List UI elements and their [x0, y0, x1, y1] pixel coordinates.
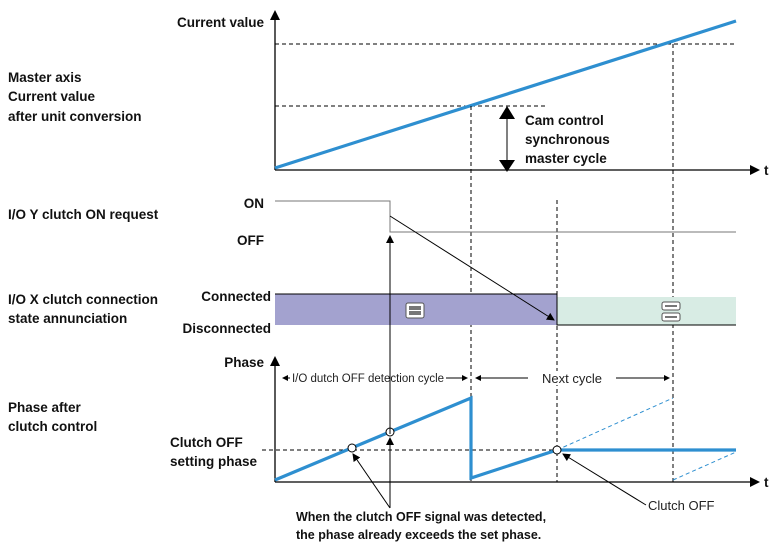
setting-phase-line-1: Clutch OFF	[170, 435, 243, 450]
clutch-off-point	[552, 445, 562, 455]
master-title-line-1: Master axis	[8, 70, 82, 85]
master-y-axis-arrow	[270, 10, 280, 20]
master-title-line-2: Current value	[8, 89, 96, 104]
master-axis-section: t Current value Master axis Current valu…	[8, 10, 769, 178]
setting-phase-line-2: setting phase	[170, 454, 258, 469]
detection-note: When the clutch OFF signal was detected,…	[296, 510, 546, 542]
clutch-connected-icon	[405, 302, 425, 319]
master-current-value-line	[274, 19, 737, 170]
clutch-request-section: I/O Y clutch ON request ON OFF	[8, 196, 736, 248]
clutch-state-title-line-1: I/O X clutch connection	[8, 292, 158, 307]
cam-cycle-arrow-top	[499, 106, 515, 119]
master-title-line-3: after unit conversion	[8, 109, 142, 124]
phase-title-line-2: clutch control	[8, 419, 97, 434]
request-to-state-arrow	[389, 215, 555, 321]
clutch-request-signal	[275, 200, 736, 233]
note-line-2: the phase already exceeds the set phase.	[296, 528, 541, 542]
cam-label-line-1: Cam control	[525, 113, 604, 128]
phase-section: t Phase Phase after clutch control Clutc…	[8, 355, 769, 513]
clutch-off-label-arrow	[562, 453, 647, 506]
clutch-request-off-label: OFF	[237, 233, 264, 248]
clutch-request-title: I/O Y clutch ON request	[8, 207, 159, 222]
master-x-axis-arrow	[750, 165, 760, 175]
connected-label: Connected	[201, 289, 271, 304]
clutch-state-section: I/O X clutch connection state annunciati…	[8, 289, 736, 336]
detection-cycle-label-bg	[290, 371, 446, 385]
cam-label-line-2: synchronous	[525, 132, 610, 147]
cam-cycle-arrow-bottom	[499, 160, 515, 172]
clutch-off-label: Clutch OFF	[648, 498, 715, 513]
phase-continuation-line-1	[556, 397, 674, 451]
clutch-disconnected-icon	[661, 301, 681, 322]
cam-label-line-3: master cycle	[525, 151, 607, 166]
disconnected-label: Disconnected	[182, 321, 271, 336]
phase-continuation-line-2	[672, 451, 737, 481]
phase-y-axis-arrow	[270, 356, 280, 366]
note-to-cross-arrow	[352, 453, 391, 509]
phase-y-axis-label: Phase	[224, 355, 264, 370]
phase-t-label: t	[764, 475, 769, 490]
next-cycle-label-bg	[528, 371, 616, 385]
note-line-1: When the clutch OFF signal was detected,	[296, 510, 546, 524]
detection-cycle-label: I/O dutch OFF detection cycle	[292, 373, 444, 385]
phase-x-axis-arrow	[750, 477, 760, 487]
clutch-request-on-label: ON	[244, 196, 264, 211]
clutch-state-signal	[275, 293, 736, 326]
setting-phase-cross-point	[347, 443, 357, 453]
phase-curve	[274, 395, 736, 482]
master-y-axis-label: Current value	[177, 15, 265, 30]
phase-title-line-1: Phase after	[8, 400, 82, 415]
clutch-state-title-line-2: state annunciation	[8, 311, 127, 326]
time-markers	[470, 44, 674, 482]
disconnected-state-bar	[557, 297, 736, 325]
connectors	[352, 215, 647, 509]
next-cycle-label: Next cycle	[542, 371, 602, 386]
master-t-label: t	[764, 163, 769, 178]
